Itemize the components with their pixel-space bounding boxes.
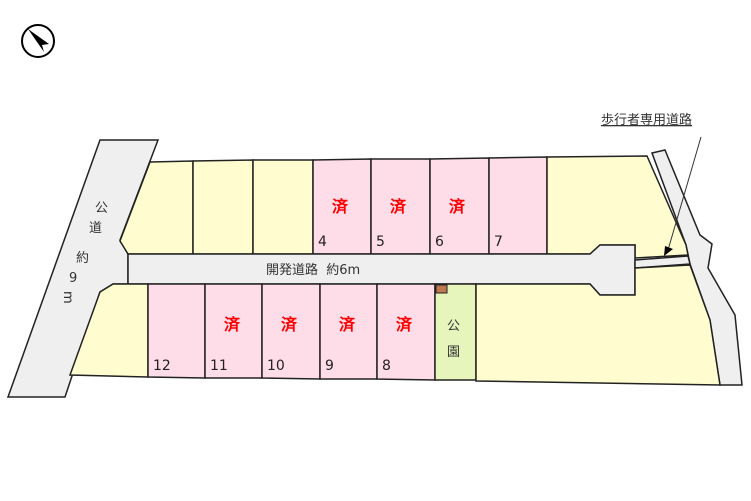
callout-arrow-line	[667, 136, 702, 251]
lot-number: 4	[318, 234, 327, 250]
lot-top-3[interactable]	[252, 159, 314, 255]
sold-label: 済	[339, 315, 356, 334]
lot-number: 5	[376, 234, 385, 250]
lot-number: 9	[325, 358, 334, 374]
sold-label: 済	[396, 315, 413, 334]
public-road-label-1: 公	[95, 201, 108, 216]
lot-number: 10	[267, 358, 285, 374]
north-arrow-icon	[21, 24, 55, 58]
public-road-label-5: m	[60, 291, 75, 304]
public-road-label-4: 9	[69, 271, 77, 286]
park-label-2: 園	[447, 345, 460, 360]
lot-number: 11	[210, 358, 228, 374]
park-facility	[435, 284, 448, 294]
lot-number: 6	[435, 234, 444, 250]
public-road-label-2: 道	[89, 221, 102, 236]
lot-number: 8	[382, 358, 391, 374]
lot-bottom-left[interactable]	[68, 283, 149, 378]
public-road-label-3: 約	[76, 251, 89, 266]
lot-bottom-right[interactable]	[475, 264, 721, 386]
sold-label: 済	[281, 315, 298, 334]
development-road-label: 開発道路 約6m	[266, 262, 360, 278]
lot-top-2[interactable]	[192, 159, 254, 255]
lot-number: 7	[494, 234, 503, 250]
lot-number: 12	[153, 358, 171, 374]
callout-arrowhead-icon	[664, 246, 673, 256]
sold-label: 済	[449, 197, 466, 216]
sold-label: 済	[390, 197, 407, 216]
sold-label: 済	[332, 197, 349, 216]
sold-label: 済	[224, 315, 241, 334]
park-label-1: 公	[447, 319, 460, 334]
pedestrian-road-label: 歩行者専用道路	[601, 112, 692, 128]
